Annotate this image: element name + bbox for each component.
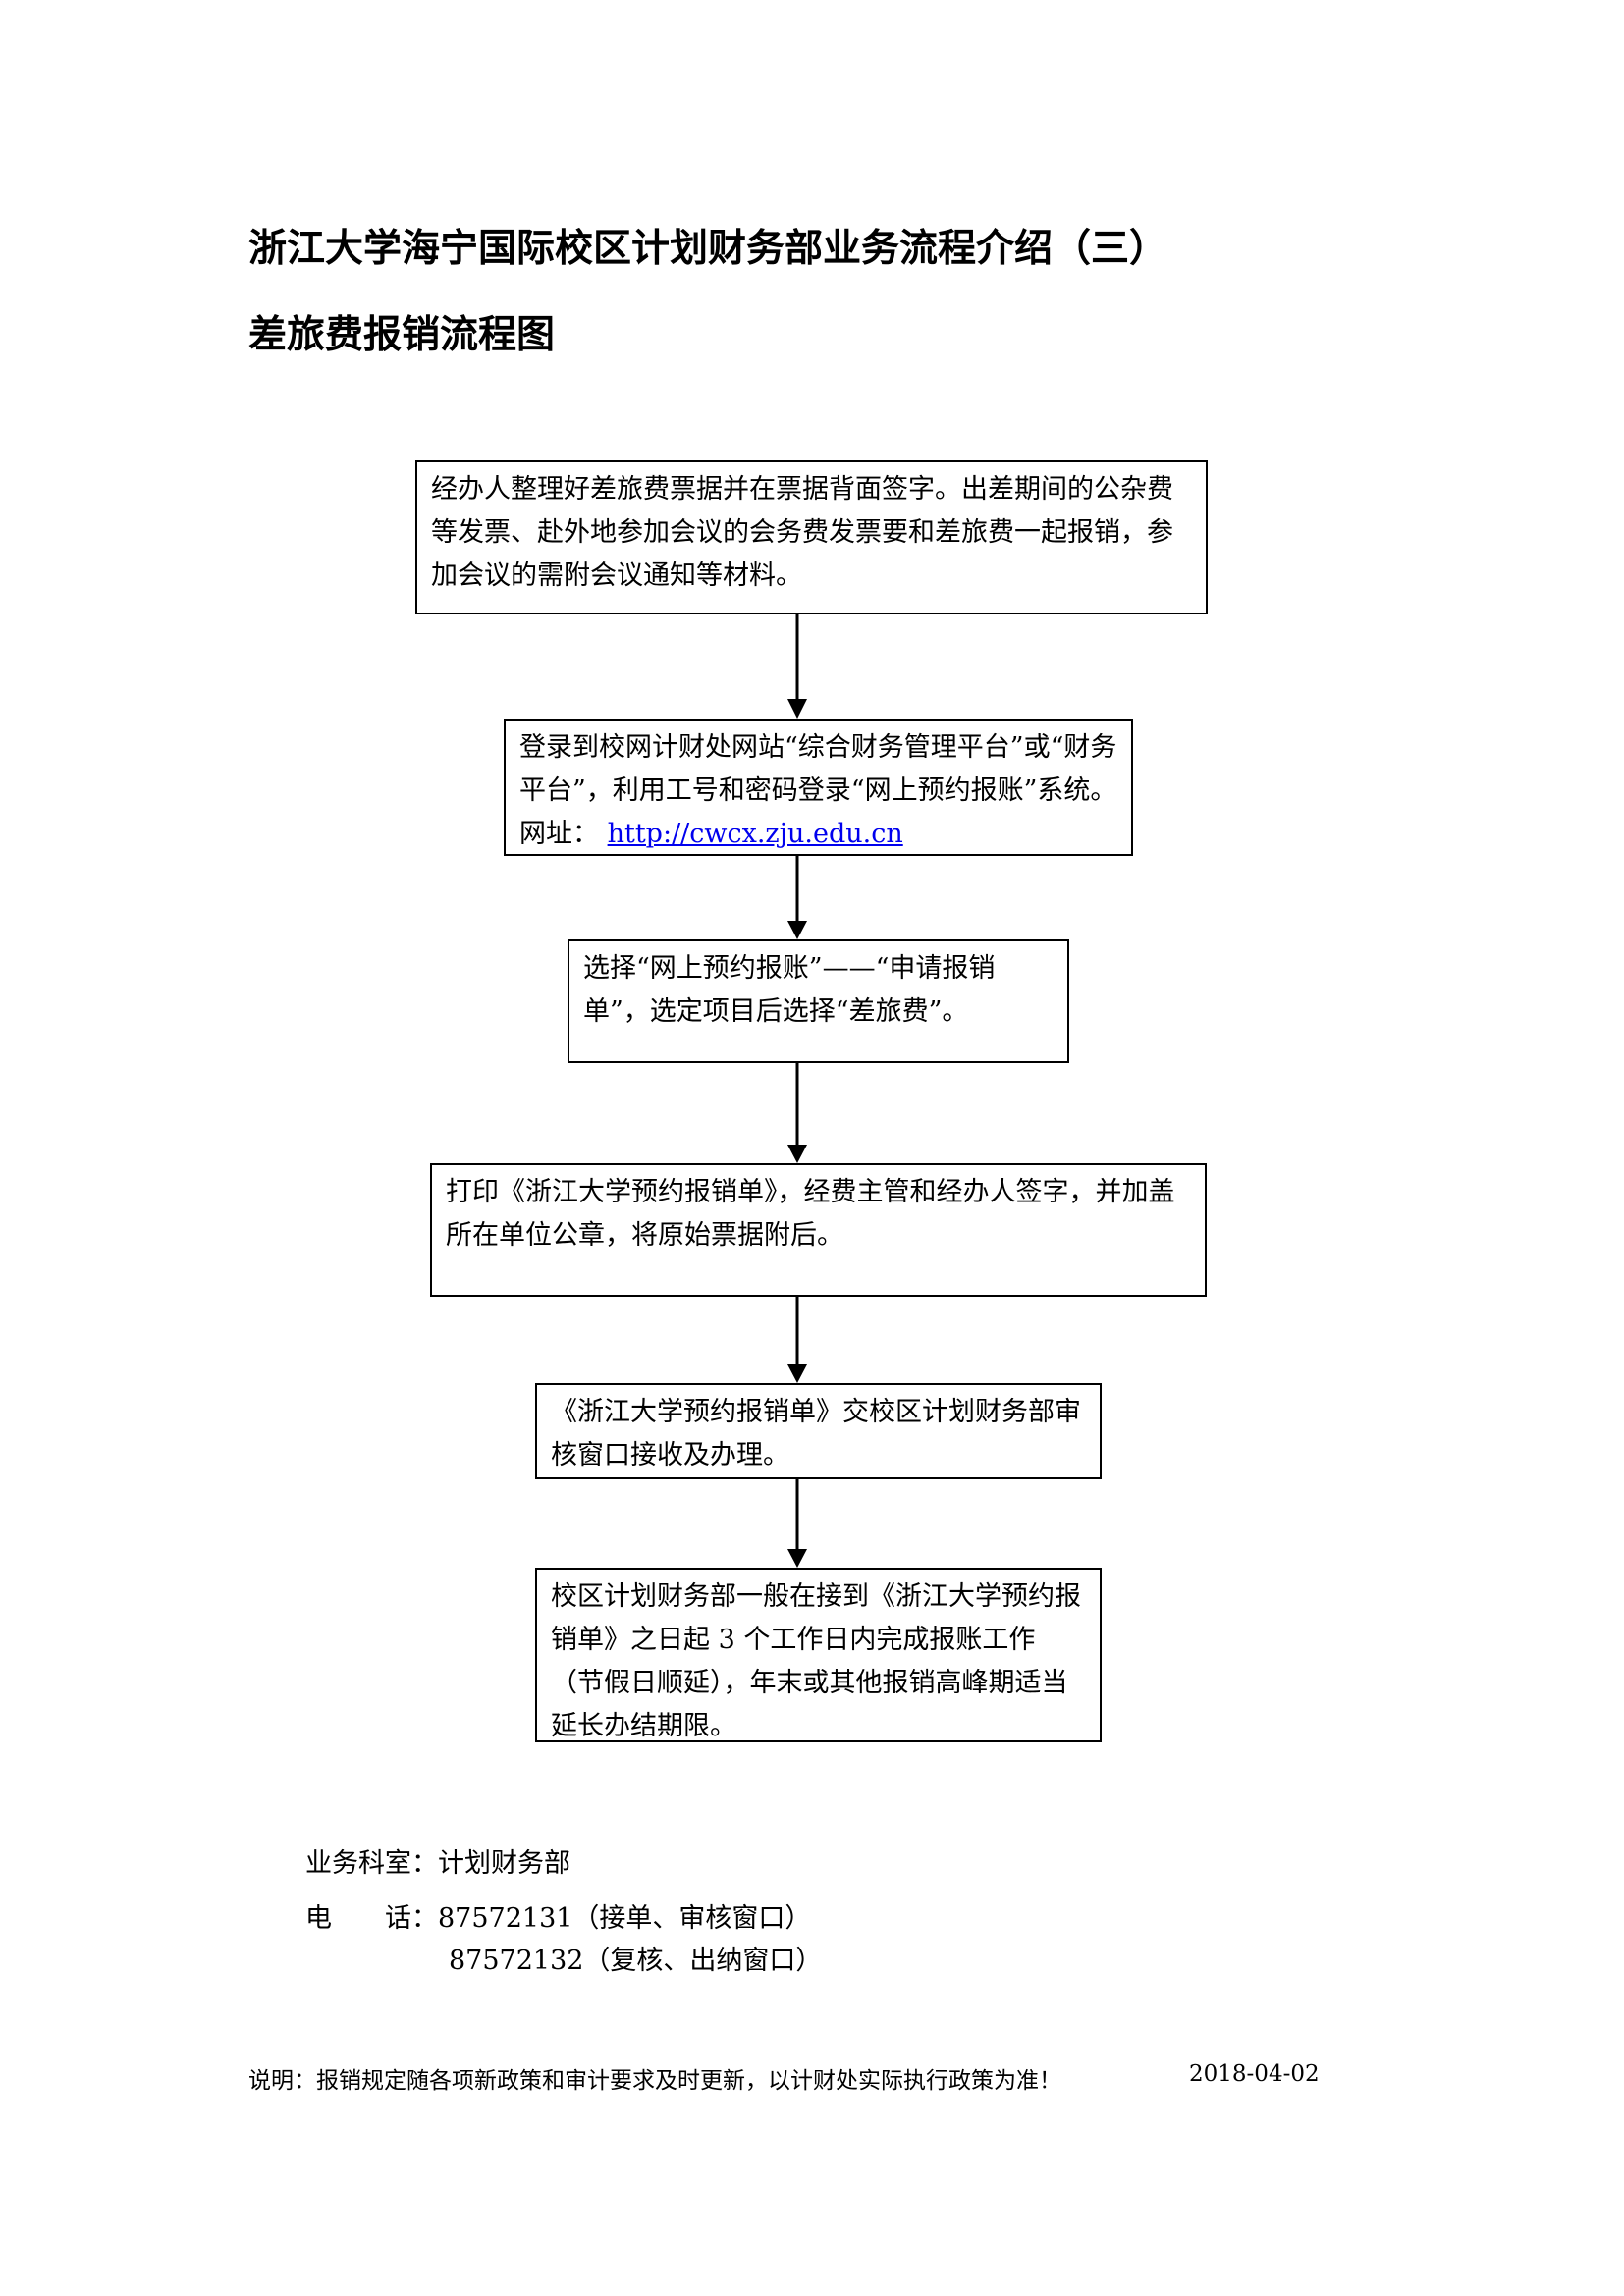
flow-step-1: 经办人整理好差旅费票据并在票据背面签字。出差期间的公杂费等发票、赴外地参加会议的…	[415, 460, 1208, 614]
page-title: 浙江大学海宁国际校区计划财务部业务流程介绍（三）	[248, 227, 1168, 271]
arrowhead-2-3	[787, 921, 807, 939]
office-value: 计划财务部	[438, 1848, 570, 1879]
arrowhead-3-4	[787, 1145, 807, 1163]
policy-note: 说明：报销规定随各项新政策和审计要求及时更新，以计财处实际执行政策为准！	[248, 2068, 1061, 2094]
office-label: 业务科室：	[305, 1848, 438, 1879]
flow-step-6: 校区计划财务部一般在接到《浙江大学预约报销单》之日起 3 个工作日内完成报账工作…	[535, 1568, 1102, 1742]
arrowhead-5-6	[787, 1549, 807, 1568]
flow-step-2-text: 登录到校网计财处网站“综合财务管理平台”或“财务平台”，利用工号和密码登录“网上…	[519, 732, 1117, 849]
flow-step-1-text: 经办人整理好差旅费票据并在票据背面签字。出差期间的公杂费等发票、赴外地参加会议的…	[431, 474, 1173, 591]
arrowhead-4-5	[787, 1364, 807, 1383]
phone-info: 电 话：87572131（接单、审核窗口）	[305, 1896, 811, 1935]
flow-step-2: 登录到校网计财处网站“综合财务管理平台”或“财务平台”，利用工号和密码登录“网上…	[504, 719, 1133, 856]
phone-2: 87572132（复核、出纳窗口）	[449, 1946, 823, 1976]
phone-1: 87572131（接单、审核窗口）	[438, 1903, 812, 1934]
finance-site-link[interactable]: http://cwcx.zju.edu.cn	[607, 819, 903, 849]
office-info: 业务科室：计划财务部	[305, 1842, 570, 1880]
document-date: 2018-04-02	[1189, 2061, 1320, 2087]
flow-step-3-text: 选择“网上预约报账”——“申请报销单”，选定项目后选择“差旅费”。	[583, 953, 996, 1027]
flow-step-4: 打印《浙江大学预约报销单》，经费主管和经办人签字，并加盖所在单位公章，将原始票据…	[430, 1163, 1207, 1297]
arrowhead-1-2	[787, 699, 807, 719]
flow-step-5: 《浙江大学预约报销单》交校区计划财务部审核窗口接收及办理。	[535, 1383, 1102, 1479]
page-subtitle: 差旅费报销流程图	[248, 313, 556, 357]
phone-label: 电 话：	[305, 1903, 438, 1934]
flow-step-5-text: 《浙江大学预约报销单》交校区计划财务部审核窗口接收及办理。	[551, 1397, 1081, 1470]
flow-step-6-text: 校区计划财务部一般在接到《浙江大学预约报销单》之日起 3 个工作日内完成报账工作…	[551, 1581, 1081, 1741]
flow-step-4-text: 打印《浙江大学预约报销单》，经费主管和经办人签字，并加盖所在单位公章，将原始票据…	[446, 1177, 1175, 1251]
flow-step-3: 选择“网上预约报账”——“申请报销单”，选定项目后选择“差旅费”。	[568, 939, 1069, 1063]
